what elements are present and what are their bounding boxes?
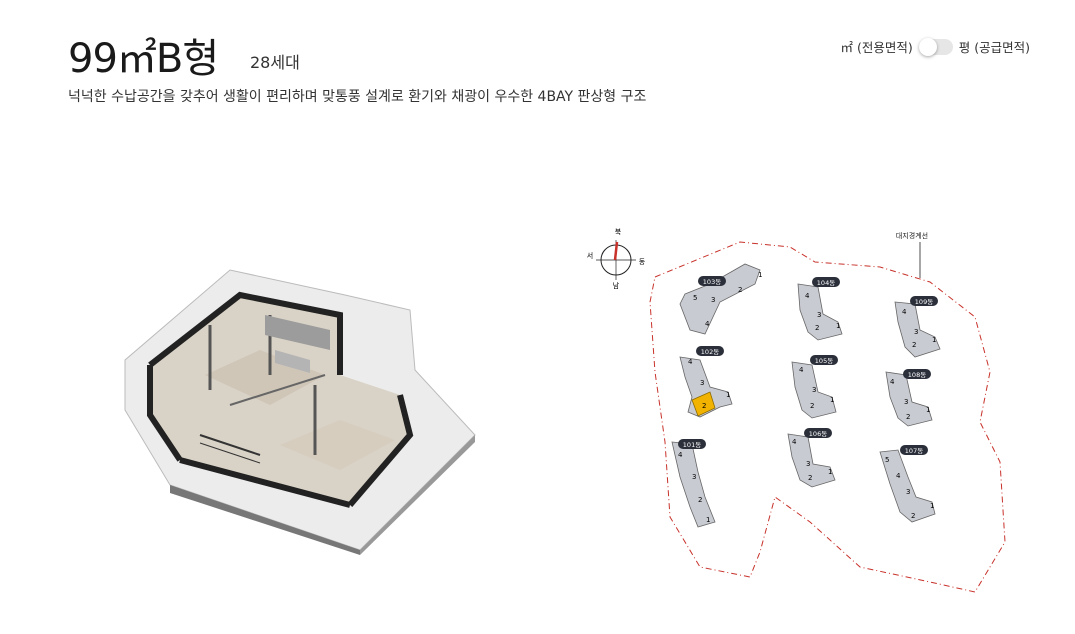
svg-text:1: 1 — [836, 322, 840, 330]
svg-text:4: 4 — [896, 472, 901, 480]
svg-text:3: 3 — [806, 460, 810, 468]
building-104[interactable]: 104동 4 3 2 1 — [797, 277, 843, 341]
building-108[interactable]: 108동 4 3 2 1 — [885, 369, 933, 427]
svg-text:3: 3 — [817, 311, 821, 319]
building-label: 108동 — [908, 371, 926, 379]
svg-text:3: 3 — [711, 296, 715, 304]
svg-text:2: 2 — [810, 402, 814, 410]
svg-text:2: 2 — [698, 496, 702, 504]
unit-toggle: ㎡ (전용면적) 평 (공급면적) — [841, 37, 1030, 56]
svg-text:5: 5 — [885, 456, 889, 464]
compass-east: 동 — [639, 258, 646, 266]
svg-text:3: 3 — [700, 379, 704, 387]
pyeong-label[interactable]: 평 (공급면적) — [958, 40, 1030, 55]
svg-text:4: 4 — [799, 366, 804, 374]
svg-text:1: 1 — [830, 396, 834, 404]
svg-text:4: 4 — [688, 358, 693, 366]
switch-knob — [918, 37, 937, 56]
unit-description: 넉넉한 수납공간을 갖추어 생활이 편리하며 맞통풍 설계로 환기와 채광이 우… — [68, 89, 647, 105]
unit-switch[interactable] — [918, 37, 953, 56]
building-label: 102동 — [701, 348, 719, 356]
building-101[interactable]: 101동 4 3 2 1 — [671, 439, 716, 528]
compass-south: 남 — [613, 281, 620, 290]
svg-text:2: 2 — [808, 474, 812, 482]
sqm-label[interactable]: ㎡ (전용면적) — [840, 40, 913, 55]
building-label: 106동 — [809, 430, 827, 438]
svg-text:5: 5 — [693, 294, 697, 302]
svg-text:1: 1 — [726, 391, 730, 399]
svg-text:3: 3 — [692, 473, 696, 481]
highlight-line: 2 — [702, 402, 706, 410]
building-103[interactable]: 103동 5 3 2 1 4 — [679, 263, 762, 335]
svg-text:1: 1 — [926, 406, 930, 414]
svg-text:2: 2 — [912, 341, 916, 349]
svg-text:4: 4 — [902, 308, 907, 316]
svg-text:1: 1 — [828, 468, 832, 476]
building-label: 107동 — [905, 447, 923, 455]
building-label: 104동 — [817, 279, 835, 287]
household-count: 28세대 — [250, 53, 300, 72]
svg-text:3: 3 — [914, 328, 918, 336]
svg-text:3: 3 — [812, 386, 816, 394]
building-106[interactable]: 106동 4 3 2 1 — [787, 428, 836, 488]
svg-text:4: 4 — [805, 292, 810, 300]
svg-text:4: 4 — [890, 378, 895, 386]
svg-text:4: 4 — [678, 451, 683, 459]
compass-north: 북 — [615, 228, 622, 236]
svg-text:3: 3 — [906, 488, 910, 496]
building-109[interactable]: 109동 4 3 2 1 — [894, 296, 941, 358]
building-label: 105동 — [815, 357, 833, 365]
building-102[interactable]: 102동 4 3 2 1 — [679, 346, 733, 418]
building-105[interactable]: 105동 4 3 2 1 — [791, 355, 838, 419]
building-label: 101동 — [683, 441, 701, 449]
building-label: 109동 — [915, 298, 933, 306]
floorplan-image — [124, 269, 476, 555]
svg-text:4: 4 — [792, 438, 797, 446]
svg-text:2: 2 — [911, 512, 915, 520]
svg-text:2: 2 — [906, 413, 910, 421]
svg-text:2: 2 — [815, 324, 819, 332]
compass-west: 서 — [587, 251, 593, 260]
building-107[interactable]: 107동 543 2 1 — [879, 445, 936, 523]
svg-text:1: 1 — [932, 336, 936, 344]
svg-text:1: 1 — [930, 502, 934, 510]
site-boundary — [649, 241, 1006, 593]
svg-text:3: 3 — [904, 398, 908, 406]
compass-icon: 북 남 동 서 — [587, 228, 646, 290]
page-title: 99㎡B형 — [68, 36, 219, 82]
svg-text:4: 4 — [705, 320, 710, 328]
svg-text:2: 2 — [738, 286, 742, 294]
svg-text:1: 1 — [758, 271, 762, 279]
svg-text:1: 1 — [706, 516, 710, 524]
building-label: 103동 — [703, 278, 721, 286]
highlight-unit — [691, 391, 716, 417]
boundary-label: 대지경계선 — [896, 231, 928, 240]
